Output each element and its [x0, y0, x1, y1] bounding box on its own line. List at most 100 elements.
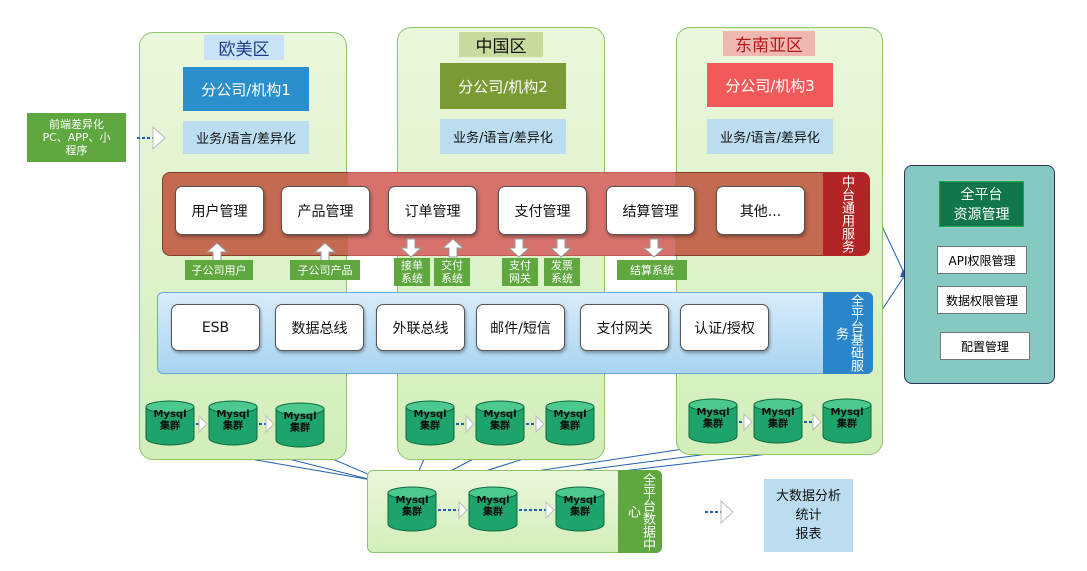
- bigdata-line-2: 统计: [795, 508, 822, 523]
- resource-title-l1: 全平台: [960, 187, 1003, 203]
- arrow-up-icon: [206, 242, 228, 262]
- cluster-label: 集群: [402, 507, 422, 518]
- module-product-management: 产品管理: [281, 186, 370, 235]
- arrow-down-icon: [508, 238, 530, 258]
- module-auth: 认证/授权: [680, 304, 769, 351]
- cluster-label: 集群: [290, 423, 310, 434]
- dotted-arrow-icon: [258, 414, 275, 438]
- cluster-label: 集群: [560, 421, 580, 432]
- cluster-label: 集群: [837, 419, 857, 430]
- tag-invoice-system-l1: 发票: [551, 259, 573, 272]
- frontend-line-3: 程序: [65, 144, 88, 157]
- mysql-label: Mysql: [830, 407, 864, 418]
- arrow-down-icon: [400, 238, 422, 258]
- module-payment-gateway: 支付网关: [580, 304, 669, 351]
- tag-invoice-system-l2: 系统: [551, 272, 573, 285]
- mysql-label: Mysql: [563, 495, 597, 506]
- arrow-up-icon: [314, 242, 336, 262]
- tag-settlement-system: 结算系统: [617, 260, 687, 280]
- lang-diff-3: 业务/语言/差异化: [707, 119, 833, 154]
- tag-order-system-l2: 系统: [401, 272, 423, 285]
- cluster-label: 集群: [223, 421, 243, 432]
- tag-order-system: 接单系统: [394, 258, 430, 286]
- tag-payment-gateway: 支付网关: [502, 258, 538, 286]
- dotted-arrow-icon: [803, 412, 822, 436]
- mysql-label: Mysql: [283, 411, 317, 422]
- resource-management-title: 全平台 资源管理: [939, 181, 1024, 227]
- cluster-label: 集群: [160, 421, 180, 432]
- resource-title-l2: 资源管理: [953, 207, 1010, 223]
- arrow-down-icon: [643, 238, 665, 258]
- cluster-label: 集群: [570, 507, 590, 518]
- dotted-arrow-icon: [195, 414, 208, 438]
- mysql-label: Mysql: [413, 409, 447, 420]
- module-user-management: 用户管理: [175, 186, 264, 235]
- arrow-down-icon: [550, 238, 572, 258]
- tag-order-system-l1: 接单: [401, 259, 423, 272]
- tag-sub-product: 子公司产品: [290, 260, 360, 280]
- tag-sub-user: 子公司用户: [185, 260, 253, 280]
- dotted-arrow-icon: [525, 414, 545, 438]
- tag-payment-gateway-l1: 支付: [509, 259, 531, 272]
- dotted-arrow-icon: [455, 414, 475, 438]
- data-center-title: 全平台数据中心: [618, 470, 662, 553]
- frontend-line-1: 前端差异化: [49, 118, 104, 131]
- config-management: 配置管理: [940, 332, 1030, 360]
- branch-3: 分公司/机构3: [707, 63, 833, 107]
- mysql-label: Mysql: [476, 495, 510, 506]
- bigdata-line-3: 报表: [795, 527, 822, 542]
- tag-payment-gateway-l2: 网关: [509, 272, 531, 285]
- middle-platform-title: 中台通用服务: [823, 172, 870, 256]
- module-other: 其他...: [716, 186, 805, 235]
- cluster-label: 集群: [420, 421, 440, 432]
- bigdata-box: 大数据分析 统计 报表: [764, 479, 853, 552]
- frontend-line-2: PC、APP、小: [42, 131, 111, 144]
- module-data-bus: 数据总线: [275, 304, 364, 351]
- module-esb: ESB: [171, 304, 260, 351]
- cluster-label: 集群: [490, 421, 510, 432]
- tag-delivery-system-l2: 系统: [441, 272, 463, 285]
- data-permission-management: 数据权限管理: [937, 286, 1027, 314]
- bigdata-line-1: 大数据分析: [775, 489, 841, 504]
- dotted-arrow-icon: [738, 412, 753, 436]
- arrow-right-icon: [137, 125, 166, 151]
- cluster-label: 集群: [768, 419, 788, 430]
- module-payment-management: 支付管理: [498, 186, 587, 235]
- dotted-arrow-icon: [518, 500, 555, 524]
- region-europe-title: 欧美区: [204, 35, 284, 60]
- tag-delivery-system-l1: 交付: [441, 259, 463, 272]
- tag-delivery-system: 交付系统: [434, 258, 470, 286]
- mysql-label: Mysql: [395, 495, 429, 506]
- lang-diff-2: 业务/语言/差异化: [440, 119, 566, 154]
- branch-2: 分公司/机构2: [440, 63, 566, 109]
- tag-invoice-system: 发票系统: [544, 258, 580, 286]
- dotted-arrow-icon: [437, 500, 468, 524]
- base-platform-title: 全平台基础服务: [823, 292, 873, 374]
- mysql-label: Mysql: [553, 409, 587, 420]
- module-settlement-management: 结算管理: [606, 186, 695, 235]
- region-sea-title: 东南亚区: [723, 31, 815, 56]
- arrow-right-icon: [705, 499, 734, 525]
- cluster-label: 集群: [703, 419, 723, 430]
- frontend-box: 前端差异化 PC、APP、小 程序: [27, 113, 126, 162]
- api-permission-management: API权限管理: [937, 246, 1027, 274]
